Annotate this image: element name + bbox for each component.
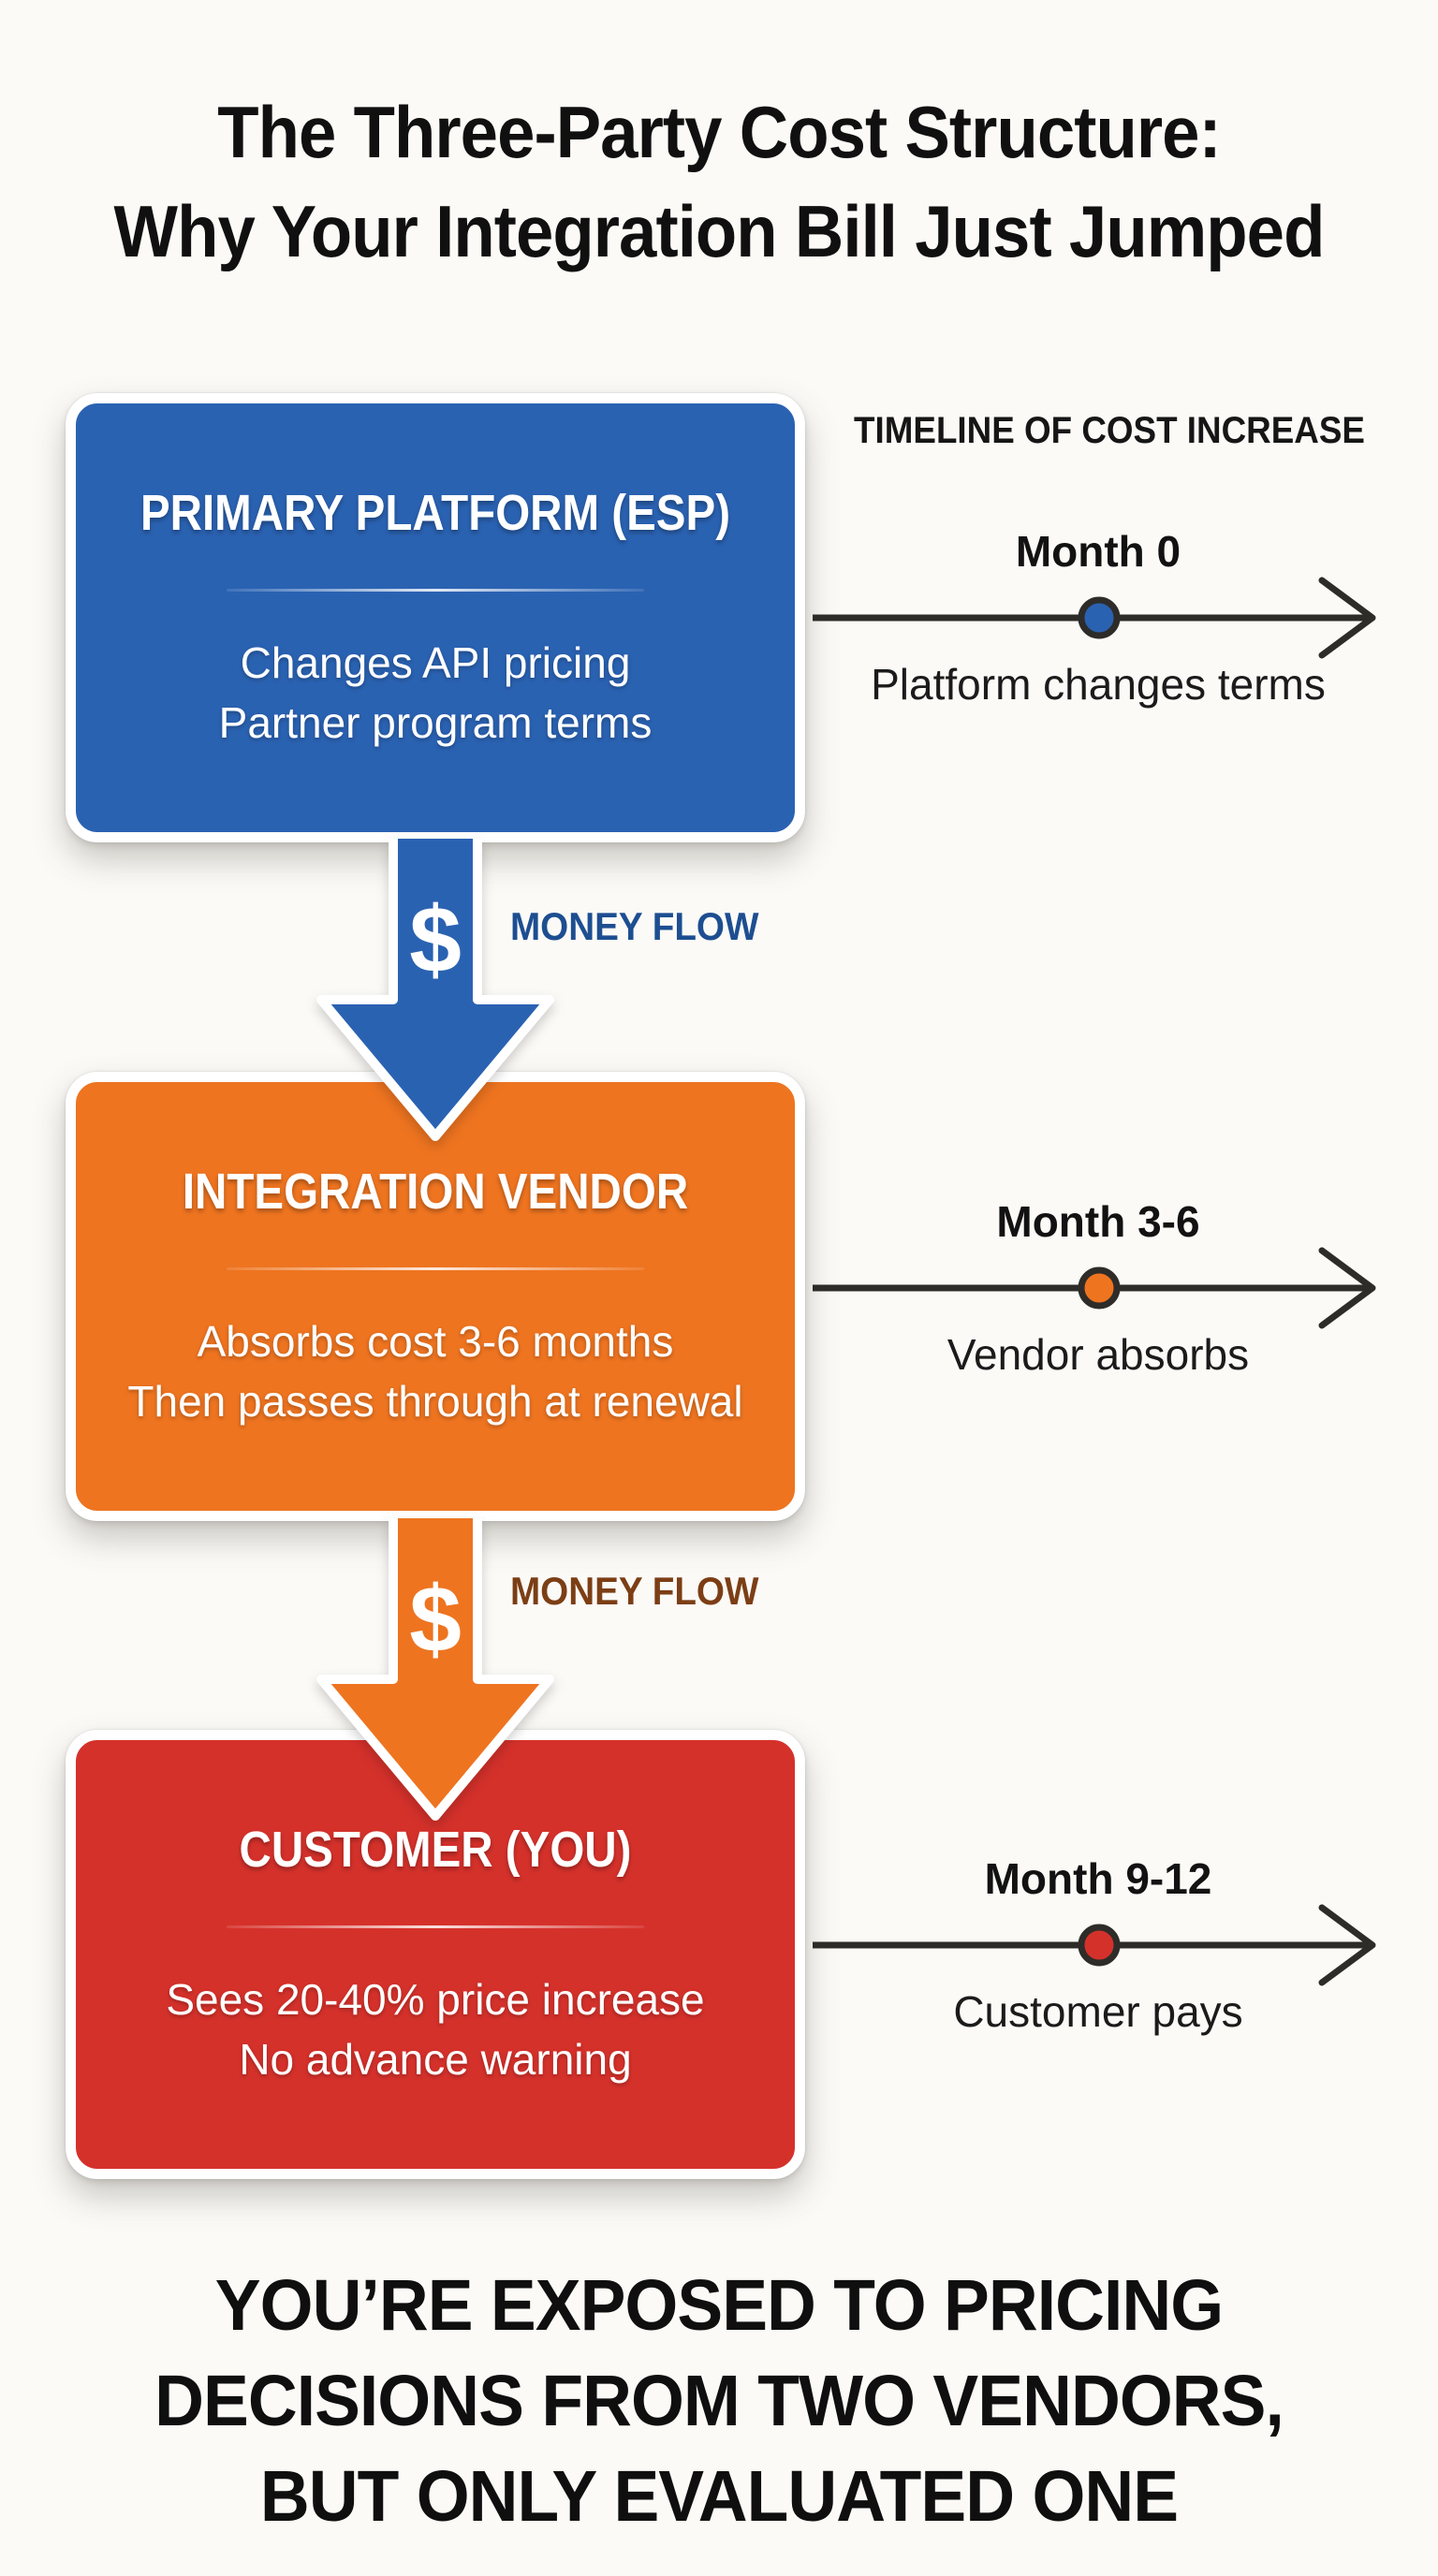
- box-divider: [227, 1267, 644, 1270]
- money-flow-label: MONEY FLOW: [510, 904, 759, 948]
- timeline-event-label: Platform changes terms: [871, 660, 1326, 709]
- footer-statement: YOU’RE EXPOSED TO PRICING DECISIONS FROM…: [0, 2258, 1438, 2544]
- timeline-axis-1: [813, 577, 1376, 659]
- page-title-line-1: The Three-Party Cost Structure:: [217, 91, 1221, 173]
- timeline-axis-3: [813, 1904, 1376, 1986]
- box-text-line: No advance warning: [239, 2035, 632, 2084]
- box-text-line: Absorbs cost 3-6 months: [197, 1317, 674, 1366]
- box-text-line: Changes API pricing: [240, 638, 631, 687]
- timeline-dot: [1078, 1924, 1121, 1967]
- dollar-icon: $: [409, 887, 462, 992]
- box-integration-vendor: INTEGRATION VENDOR Absorbs cost 3-6 mont…: [66, 1072, 805, 1521]
- box-title: PRIMARY PLATFORM (ESP): [139, 485, 731, 541]
- arrow-shape: [316, 839, 554, 1141]
- timeline-dot: [1078, 596, 1121, 639]
- page-title: The Three-Party Cost Structure: Why Your…: [0, 82, 1438, 281]
- box-text-line: Then passes through at renewal: [127, 1377, 743, 1426]
- box-text-line: Sees 20-40% price increase: [166, 1975, 705, 2024]
- money-flow-arrow-down-2: $: [316, 1518, 554, 1821]
- arrow-right-icon: [1318, 577, 1376, 659]
- box-divider: [227, 1925, 644, 1928]
- arrow-right-icon: [1318, 1247, 1376, 1329]
- timeline-axis-2: [813, 1247, 1376, 1329]
- footer-line-1: YOU’RE EXPOSED TO PRICING: [214, 2265, 1224, 2346]
- box-text-line: Partner program terms: [218, 698, 653, 747]
- money-flow-label: MONEY FLOW: [510, 1569, 759, 1613]
- money-flow-arrow-down-1: $: [316, 839, 554, 1141]
- timeline-month-label: Month 0: [1015, 527, 1181, 576]
- timeline-heading: TIMELINE OF COST INCREASE: [854, 410, 1365, 451]
- timeline-event-label: Customer pays: [953, 1987, 1243, 2036]
- box-divider: [227, 589, 644, 592]
- arrow-right-icon: [1318, 1904, 1376, 1986]
- box-title: CUSTOMER (YOU): [239, 1822, 632, 1878]
- footer-line-3: BUT ONLY EVALUATED ONE: [259, 2456, 1179, 2537]
- timeline-month-label: Month 9-12: [984, 1854, 1212, 1903]
- timeline-dot: [1078, 1266, 1121, 1310]
- page-title-line-2: Why Your Integration Bill Just Jumped: [113, 190, 1326, 272]
- box-title: INTEGRATION VENDOR: [182, 1164, 689, 1220]
- dollar-icon: $: [409, 1567, 462, 1672]
- footer-line-2: DECISIONS FROM TWO VENDORS,: [154, 2361, 1284, 2441]
- arrow-shape: [316, 1518, 554, 1821]
- box-primary-platform: PRIMARY PLATFORM (ESP) Changes API prici…: [66, 393, 805, 842]
- timeline-event-label: Vendor absorbs: [946, 1330, 1250, 1379]
- timeline-month-label: Month 3-6: [996, 1197, 1200, 1246]
